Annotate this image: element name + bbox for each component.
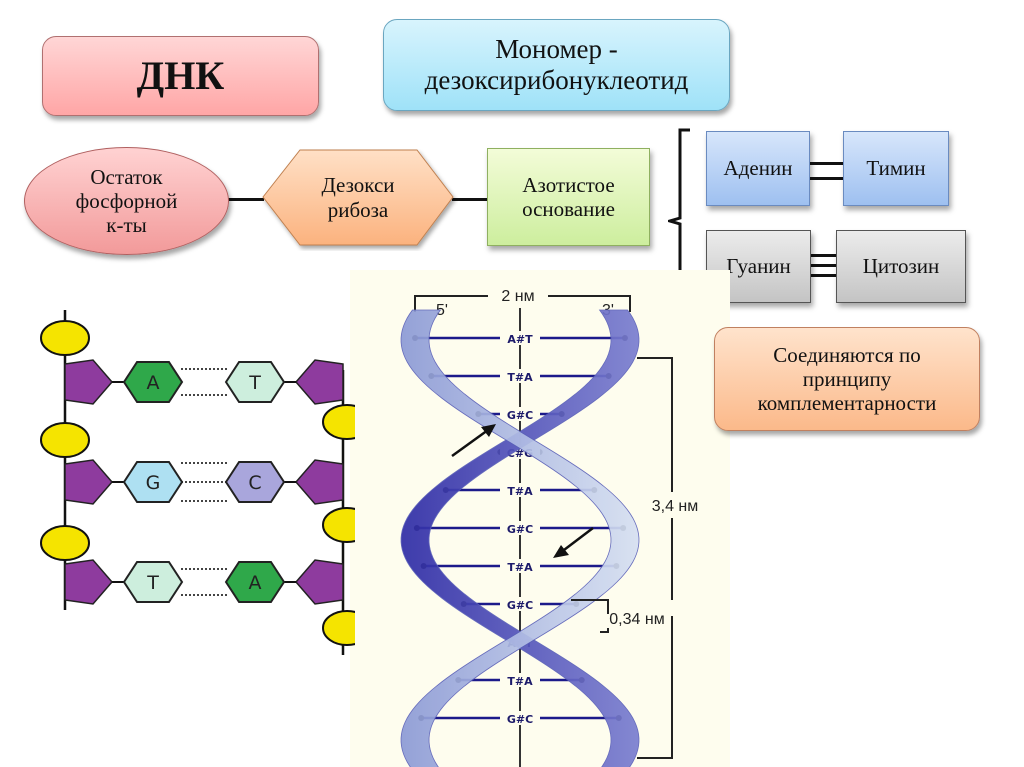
adenine-box: Аденин: [706, 131, 810, 206]
hydrogen-bond-line: [810, 274, 837, 277]
connector-phosphate-sugar: [228, 198, 264, 201]
step-label: 0,34 нм: [609, 611, 664, 628]
cytosine-label: Цитозин: [862, 254, 940, 279]
phosphate-circle: [322, 610, 355, 646]
direction-arrow-down: [553, 527, 594, 558]
cytosine-box: Цитозин: [836, 230, 966, 303]
phosphate-line1: Остаток: [90, 164, 163, 189]
base-line2: основание: [522, 197, 615, 221]
direction-arrow-up: [451, 424, 496, 458]
dna-double-helix: 2 нм 5' 3' A#TT#AG#CC#GT#AG#CT#AG#CA#TT#…: [400, 288, 699, 767]
sugar-pentagon: [64, 459, 113, 505]
base-hexagon-C: [224, 461, 286, 503]
hydrogen-bond-line: [810, 264, 837, 267]
base-hexagon-A: [224, 561, 286, 603]
sugar-pentagon: [64, 559, 113, 605]
pitch-bracket: [637, 357, 673, 759]
monomer-box: Мономер - дезоксирибонуклеотид: [383, 19, 730, 111]
guanine-box: Гуанин: [706, 230, 811, 303]
base-pair-label: T#A: [507, 485, 533, 498]
strand-5-prime: [400, 309, 640, 767]
base-hexagon-T: [224, 361, 286, 403]
dna-ladder-diagram: A T G C T A: [40, 310, 355, 655]
compl-line3: комплементарности: [757, 391, 937, 416]
phosphate-circle: [40, 422, 90, 458]
phosphate-line2: фосфорной: [75, 188, 178, 213]
guanine-label: Гуанин: [726, 254, 791, 279]
complementarity-box: Соединяются по принципу комплементарност…: [714, 327, 980, 431]
dna-title-box: ДНК: [42, 36, 319, 116]
phosphate-circle: [322, 404, 355, 440]
phosphate-circle: [322, 507, 355, 543]
pair-label-bg: [500, 673, 540, 687]
base-pair-label: G#C: [507, 409, 533, 422]
nitrogenous-base-box: Азотистое основание: [487, 148, 650, 246]
dna-helix-panel: 2 нм 5' 3' A#TT#AG#CC#GT#AG#CT#AG#CA#TT#…: [350, 270, 730, 767]
strand-3-prime: [400, 309, 640, 767]
base-pair-label: G#C: [507, 599, 533, 612]
phosphate-circle: [40, 320, 90, 356]
hydrogen-bond-line: [810, 254, 837, 257]
base-letter: G: [146, 472, 161, 494]
dna-title-label: ДНК: [136, 53, 225, 98]
pair-label-bg: [500, 711, 540, 725]
adenine-label: Аденин: [723, 156, 793, 181]
base-pair-label: T#A: [507, 561, 533, 574]
pair-label-bg: [500, 597, 540, 611]
phosphate-residue-ellipse: Остаток фосфорной к-ты: [24, 147, 229, 255]
five-prime-label: 5': [436, 302, 448, 319]
base-hexagon-A: [122, 361, 184, 403]
monomer-line2: дезоксирибонуклеотид: [424, 65, 689, 95]
pair-label-bg: [500, 483, 540, 497]
pair-label-bg: [500, 331, 540, 345]
sugar-pentagon: [295, 459, 344, 505]
deoxyribose-hexagon: Дезокси рибоза: [262, 149, 454, 246]
base-line1: Азотистое: [522, 172, 615, 197]
base-letter: A: [249, 572, 262, 594]
sugar-pentagon: [64, 359, 113, 405]
connector-sugar-base: [452, 198, 488, 201]
base-hexagon-T: [122, 561, 184, 603]
pair-label-bg: [500, 559, 540, 573]
thymine-label: Тимин: [866, 156, 926, 181]
base-pair-label: G#C: [507, 713, 533, 726]
base-letter: A: [147, 372, 160, 394]
base-pair-label: T#A: [507, 675, 533, 688]
hydrogen-bond-line: [810, 162, 844, 165]
base-letter: C: [248, 472, 261, 494]
pitch-label: 3,4 нм: [652, 498, 699, 515]
base-hexagon-G: [122, 461, 184, 503]
pair-label-bg: [500, 369, 540, 383]
compl-line1: Соединяются по: [773, 342, 921, 367]
thymine-box: Тимин: [843, 131, 949, 206]
pair-label-bg: [500, 521, 540, 535]
base-pair-label: G#C: [507, 523, 533, 536]
step-bracket: [571, 599, 609, 633]
compl-line2: принципу: [802, 366, 892, 391]
phosphate-line3: к-ты: [106, 213, 147, 238]
sugar-pentagon: [295, 559, 344, 605]
hexagon-shape: [262, 149, 454, 246]
sugar-line1: Дезокси: [321, 173, 395, 198]
base-letter: T: [146, 572, 159, 594]
base-letter: T: [248, 372, 261, 394]
pair-label-bg: [500, 407, 540, 421]
sugar-line2: рибоза: [327, 197, 389, 222]
hydrogen-bond-line: [810, 177, 844, 180]
width-bracket: [414, 295, 631, 312]
width-label: 2 нм: [501, 288, 534, 305]
base-pair-label: T#A: [507, 371, 533, 384]
base-pair-label: A#T: [507, 333, 533, 346]
monomer-line1: Мономер -: [495, 33, 618, 64]
phosphate-circle: [40, 525, 90, 561]
sugar-pentagon: [295, 359, 344, 405]
